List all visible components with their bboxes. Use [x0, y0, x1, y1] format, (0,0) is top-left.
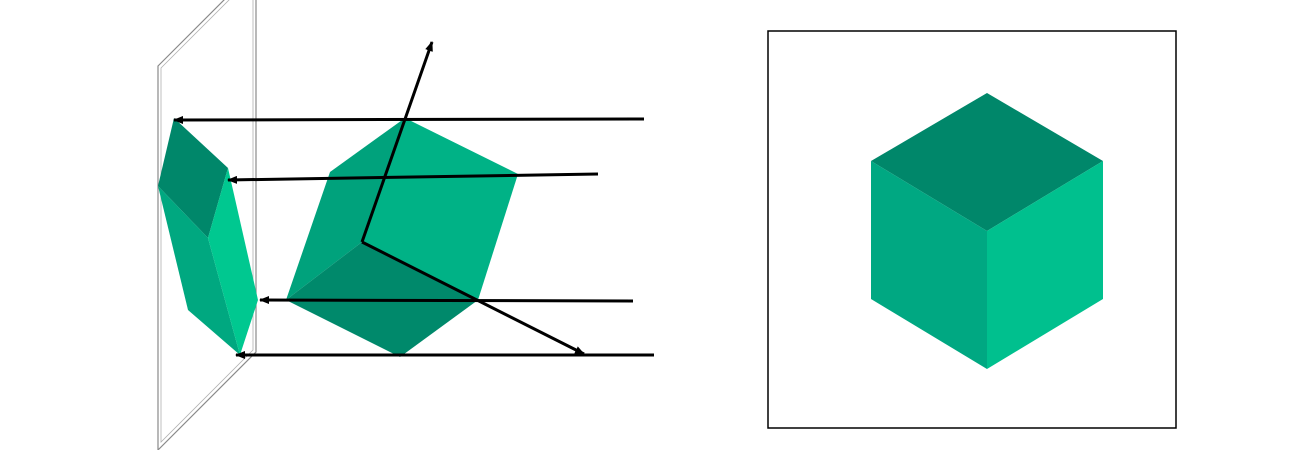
projected-face-left [158, 186, 240, 355]
cube-face-top [871, 93, 1103, 231]
projection-arrows [173, 115, 654, 359]
object-cube [286, 118, 518, 357]
projection-figure [157, 0, 654, 450]
cube-face-right [987, 161, 1103, 369]
isometric-view-panel [767, 30, 1177, 429]
projection-plane [157, 0, 257, 450]
projected-cube-image [158, 118, 258, 355]
axis-up [360, 41, 434, 243]
projection-arrow-2 [227, 172, 599, 184]
projection-arrow-1 [173, 115, 645, 124]
cube-face-left [871, 161, 987, 369]
axis-right [361, 240, 585, 356]
projection-arrow-3 [259, 296, 634, 305]
object-face-left [286, 118, 405, 300]
isometric-cube [871, 93, 1103, 369]
object-face-right [362, 118, 518, 300]
object-axes [360, 41, 585, 356]
projected-face-top [158, 118, 228, 238]
projected-face-right [208, 168, 258, 355]
